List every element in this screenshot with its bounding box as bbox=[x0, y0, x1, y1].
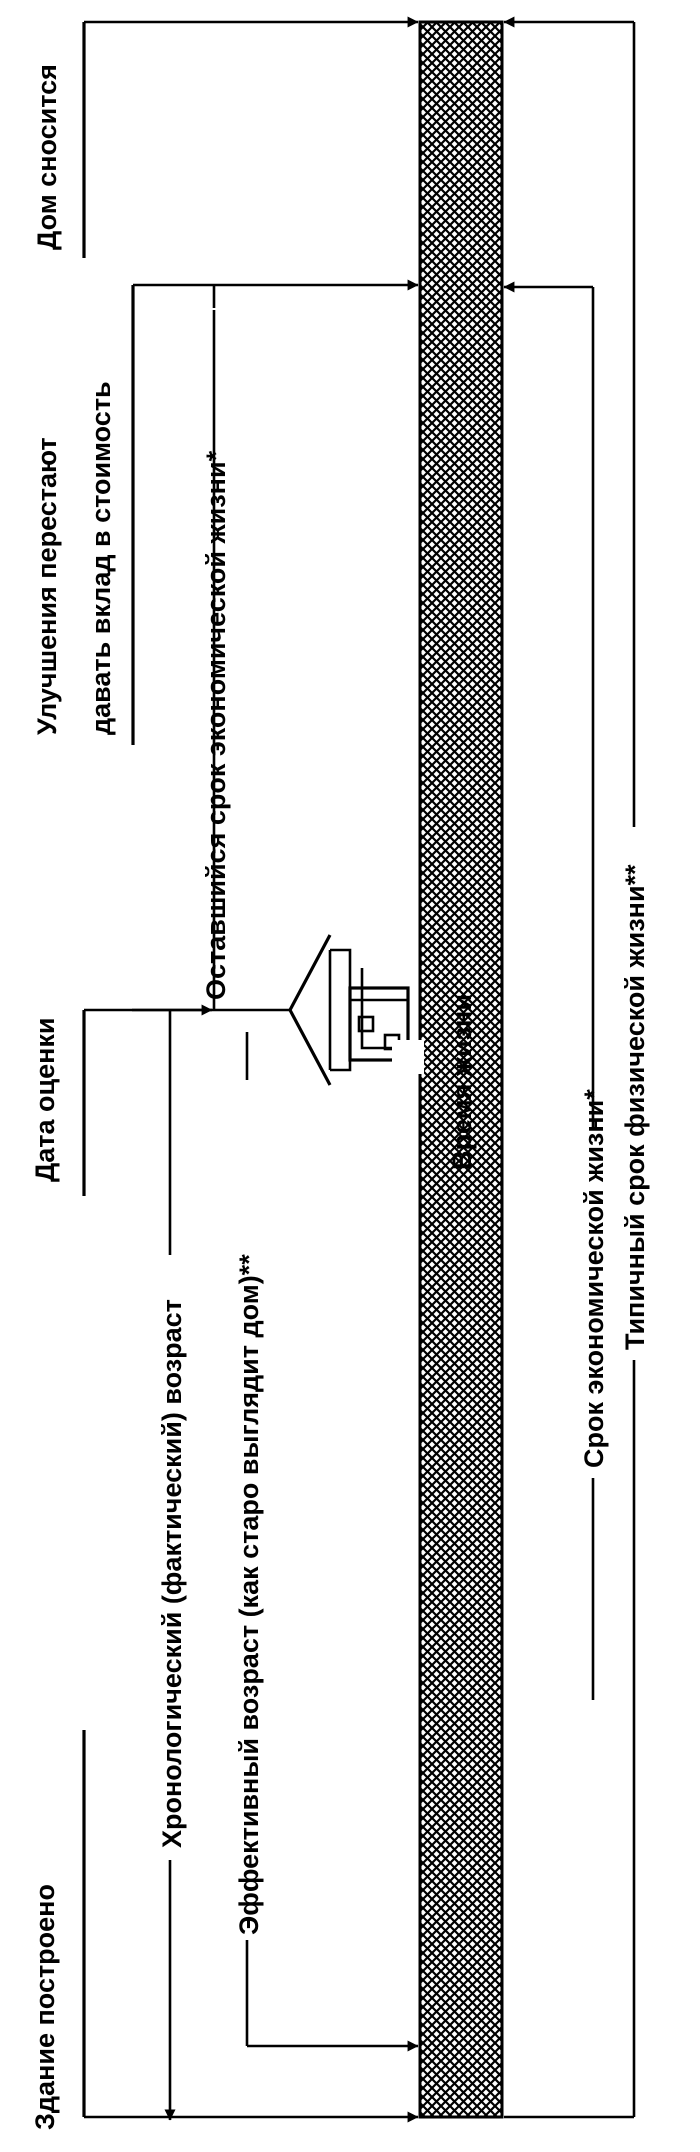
valuation-date-boundary bbox=[82, 1004, 290, 1196]
label-house-demolished: Дом сносится bbox=[32, 64, 62, 250]
label-valuation-date: Дата оценки bbox=[30, 1017, 60, 1182]
house-icon bbox=[288, 934, 424, 1086]
label-building-built: Здание построено bbox=[30, 1884, 60, 2130]
label-economic-life: Срок экономической жизни* bbox=[579, 1089, 609, 1468]
label-lifetime: Время жизни bbox=[447, 994, 477, 1170]
demolition-boundary bbox=[82, 16, 634, 258]
improvements-boundary bbox=[131, 279, 593, 745]
label-chronological-age: Хронологический (фактический) возраст bbox=[157, 1299, 187, 1848]
label-effective-age: Эффективный возраст (как старо выглядит … bbox=[234, 1254, 264, 1935]
label-improvements-line1: Улучшения перестают bbox=[32, 437, 62, 735]
building-built-boundary bbox=[82, 1730, 634, 2123]
label-improvements-line2: давать вклад в стоимость bbox=[86, 381, 116, 735]
label-physical-life: Типичный срок физической жизни** bbox=[620, 864, 650, 1350]
label-remaining-life: Оставшийся срок экономической жизни* bbox=[201, 450, 231, 1000]
lifetime-bar bbox=[418, 20, 504, 2119]
